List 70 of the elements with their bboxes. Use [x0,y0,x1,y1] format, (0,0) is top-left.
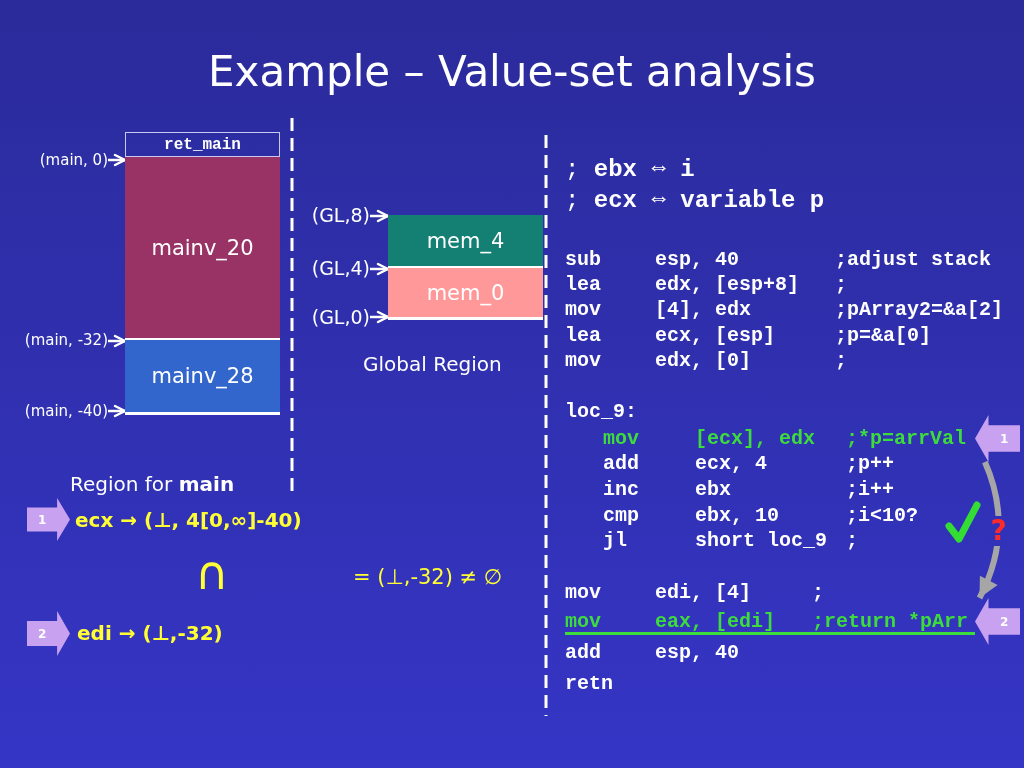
code-instruction: add [565,639,601,665]
address-label: (main, -32) [24,330,108,350]
numbered-arrow-marker: 2 [975,598,1020,645]
memory-block: mem_0 [388,268,543,320]
code-operand: edi, [4] [655,579,751,605]
code-operand: [ecx], edx [695,425,816,451]
code-instruction: retn [565,670,613,696]
code-operand: esp, 40 [655,246,739,272]
code-label: loc_9: [565,398,637,424]
numbered-arrow-marker: 1 [975,415,1020,462]
slide-title: Example – Value-set analysis [208,47,816,97]
code-instruction: mov [565,296,601,322]
code-instruction: lea [565,322,601,348]
code-instruction: sub [565,246,601,272]
memory-block: mem_4 [388,215,543,268]
code-instruction: mov [565,347,601,373]
arrow [108,153,127,167]
code-comment: ;p=&a[0] [835,322,931,348]
address-label: (GL,4) [311,255,370,281]
code-instruction: mov [565,579,601,605]
numbered-arrow-marker: 1 [27,498,70,541]
code-comment: ; [812,579,824,605]
memory-block: mainv_20 [125,157,280,340]
code-instruction: mov [565,608,601,634]
code-comment: ;*p=arrVal [846,425,967,451]
intersection-symbol: ∩ [195,545,229,602]
code-operand: ecx, [esp] [655,322,776,348]
code-operand: esp, 40 [655,639,739,665]
code-operand: [4], edx [655,296,751,322]
value-set-formula: ecx → (⊥, 4[0,∞]-40) [75,507,302,533]
code-operand: edx, [0] [655,347,751,373]
memory-cell: ret_main [125,132,280,157]
code-instruction: jl [603,527,627,553]
formula-result: = (⊥,-32) ≠ ∅ [353,564,503,590]
arrow [370,209,390,223]
memory-block: mainv_28 [125,340,280,415]
arrow [108,334,127,348]
region-caption: Global Region [363,351,502,377]
arrow [108,404,127,418]
code-instruction: add [603,450,639,476]
code-operand: ecx, 4 [695,450,767,476]
code-comment: ; ebx ⇔ i [565,155,695,185]
region-caption: Region for main [70,471,235,497]
code-operand: edx, [esp+8] [655,271,800,297]
code-comment: ;i++ [846,476,894,502]
code-instruction: lea [565,271,601,297]
value-set-formula: edi → (⊥,-32) [77,620,223,646]
code-instruction: cmp [603,502,639,528]
code-comment: ;adjust stack [835,246,992,272]
address-label: (GL,8) [311,202,370,228]
numbered-arrow-marker: 2 [27,611,70,656]
address-label: (GL,0) [311,304,370,330]
arrow [370,262,390,276]
address-label: (main, 0) [39,150,108,170]
code-operand: short loc_9 [695,527,828,553]
code-comment: ; [835,271,847,297]
code-comment: ;p++ [846,450,894,476]
address-label: (main, -40) [24,401,108,421]
code-instruction: mov [603,425,639,451]
code-comment: ; [846,527,858,553]
code-operand: eax, [edi] [655,608,776,634]
code-operand: ebx [695,476,731,502]
code-comment: ;return *pArr [812,608,969,634]
code-comment: ; ecx ⇔ variable p [565,186,825,216]
code-operand: ebx, 10 [695,502,779,528]
code-instruction: inc [603,476,639,502]
code-comment: ;i<10? [846,502,918,528]
arrow [370,310,390,324]
code-comment: ; [835,347,847,373]
code-comment: ;pArray2=&a[2] [835,296,1004,322]
